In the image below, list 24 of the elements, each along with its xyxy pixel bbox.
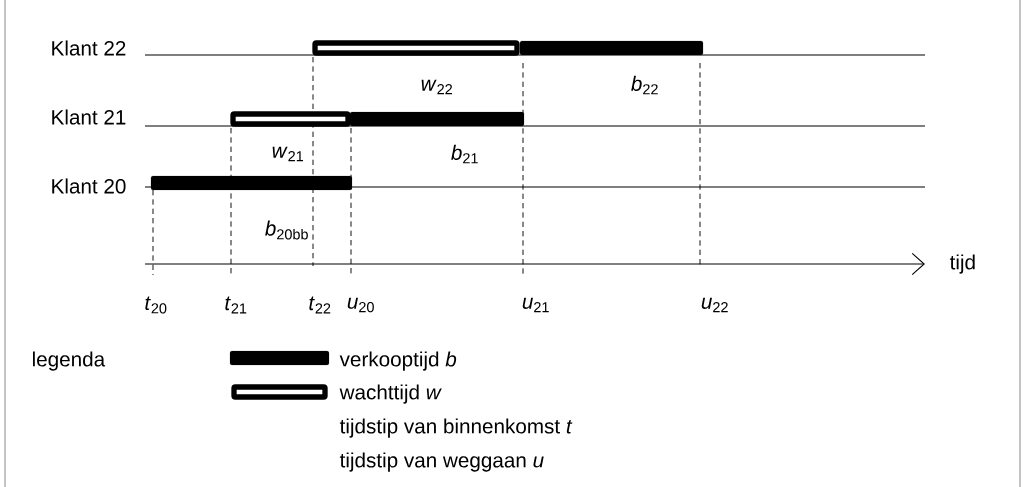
interval-label: b$_{20bb}$ xyxy=(265,220,308,240)
service-bar xyxy=(150,175,353,191)
axis-label: tijd xyxy=(949,254,975,274)
service-bar xyxy=(349,111,525,127)
legend-text: tijdstip van weggaan u xyxy=(339,452,544,472)
row-label: Klant 22 xyxy=(52,40,126,56)
time-label: t$_{21}$ xyxy=(225,296,247,314)
legend-title: legenda xyxy=(33,351,106,371)
time-label: u$_{21}$ xyxy=(522,297,549,313)
waiting-bar xyxy=(312,40,520,56)
waiting-bar xyxy=(230,111,351,127)
legend-text: verkooptijd b xyxy=(339,351,457,371)
legend-text: wachttijd w xyxy=(339,384,442,404)
time-label: u$_{20}$ xyxy=(347,297,374,313)
row-label: Klant 21 xyxy=(52,109,126,125)
time-label: u$_{22}$ xyxy=(701,297,728,313)
time-label: t$_{20}$ xyxy=(145,296,167,314)
legend-sample xyxy=(231,384,328,400)
legend-text: tijdstip van binnenkomst t xyxy=(339,418,573,438)
time-label: t$_{22}$ xyxy=(309,296,331,314)
service-bar xyxy=(519,40,704,56)
interval-label: w$_{21}$ xyxy=(272,146,304,162)
interval-label: w$_{22}$ xyxy=(421,79,452,95)
legend-sample xyxy=(229,350,330,366)
